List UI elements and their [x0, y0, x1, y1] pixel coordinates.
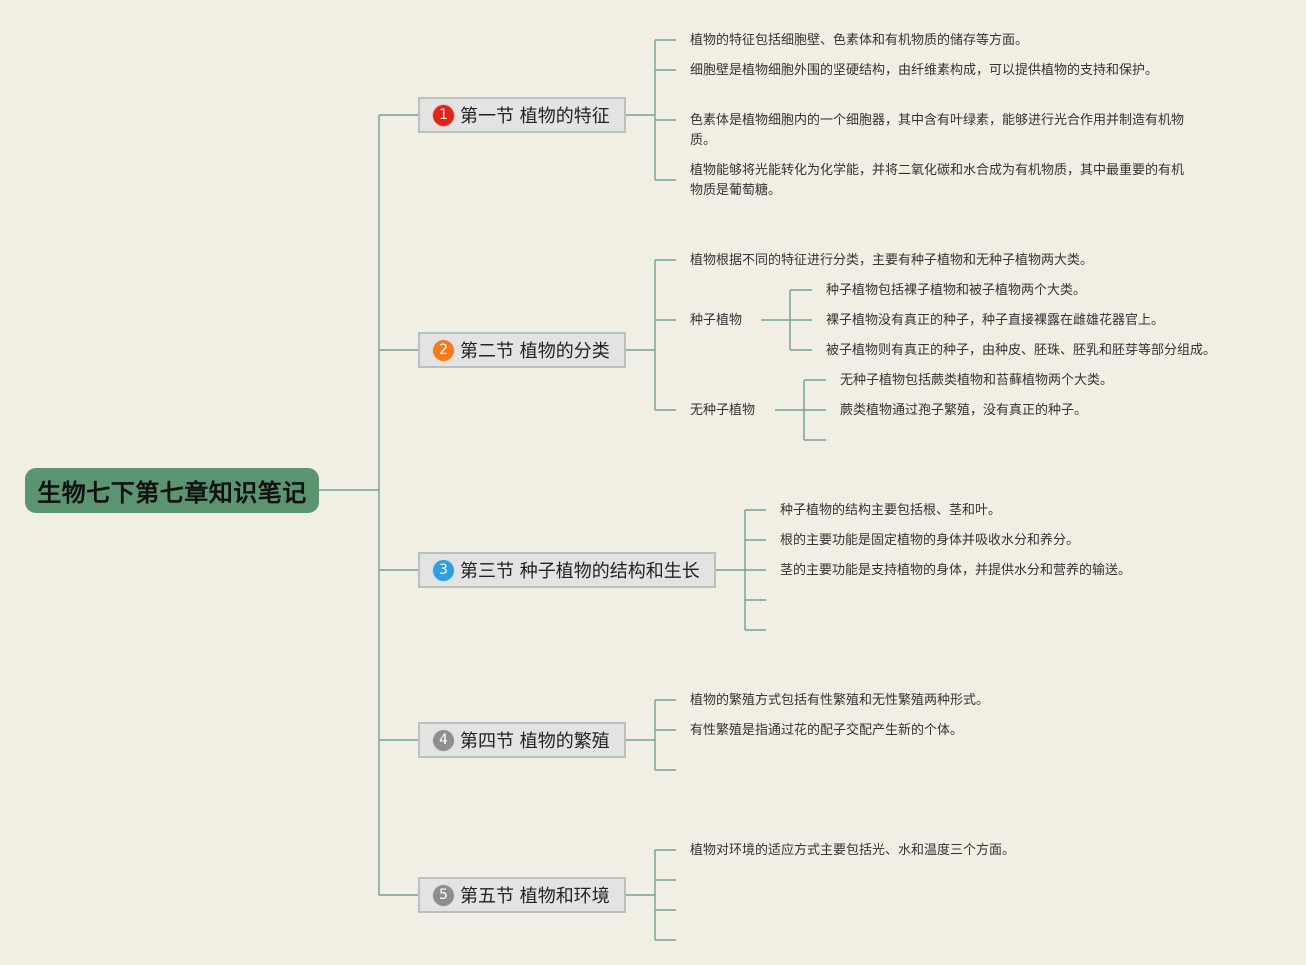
section-node-4[interactable]: 4 第四节 植物的繁殖	[418, 722, 626, 758]
section-4-item-2[interactable]: 有性繁殖是指通过花的配子交配产生新的个体。	[690, 723, 964, 738]
seed-plants-label[interactable]: 种子植物	[690, 313, 743, 328]
section-3-item-2[interactable]: 根的主要功能是固定植物的身体并吸收水分和养分。	[780, 533, 1080, 548]
root-node[interactable]: 生物七下第七章知识笔记	[25, 468, 319, 513]
section-1-item-2[interactable]: 细胞壁是植物细胞外围的坚硬结构，由纤维素构成，可以提供植物的支持和保护。	[690, 63, 1159, 78]
section-title-5: 第五节 植物和环境	[460, 886, 610, 907]
section-node-2[interactable]: 2 第二节 植物的分类	[418, 332, 626, 368]
section-node-1[interactable]: 1 第一节 植物的特征	[418, 97, 626, 133]
section-1-item-4[interactable]: 植物能够将光能转化为化学能，并将二氧化碳和水合成为有机物质，其中最重要的有机物质…	[690, 163, 1185, 198]
section-2-intro[interactable]: 植物根据不同的特征进行分类，主要有种子植物和无种子植物两大类。	[690, 253, 1094, 268]
number-badge-5: 5	[432, 883, 455, 907]
section-node-3[interactable]: 3 第三节 种子植物的结构和生长	[418, 552, 716, 588]
seed-plants-item-2[interactable]: 裸子植物没有真正的种子，种子直接裸露在雌雄花器官上。	[826, 313, 1165, 328]
seed-plants-item-3[interactable]: 被子植物则有真正的种子，由种皮、胚珠、胚乳和胚芽等部分组成。	[826, 343, 1217, 358]
number-badge-4: 4	[432, 728, 455, 752]
number-badge-3: 3	[432, 558, 455, 582]
seedless-plants-label[interactable]: 无种子植物	[690, 403, 756, 418]
section-3-item-1[interactable]: 种子植物的结构主要包括根、茎和叶。	[780, 503, 1002, 518]
section-5-item-1[interactable]: 植物对环境的适应方式主要包括光、水和温度三个方面。	[690, 843, 1016, 858]
number-badge-1: 1	[432, 103, 455, 127]
seed-plants-item-1[interactable]: 种子植物包括裸子植物和被子植物两个大类。	[826, 283, 1087, 298]
section-1-item-1[interactable]: 植物的特征包括细胞壁、色素体和有机物质的储存等方面。	[690, 33, 1029, 48]
number-badge-2: 2	[432, 338, 455, 362]
section-1-item-3[interactable]: 色素体是植物细胞内的一个细胞器，其中含有叶绿素，能够进行光合作用并制造有机物质。	[690, 113, 1185, 148]
section-title-1: 第一节 植物的特征	[460, 106, 610, 127]
section-title-3: 第三节 种子植物的结构和生长	[460, 561, 700, 582]
seedless-plants-item-2[interactable]: 蕨类植物通过孢子繁殖，没有真正的种子。	[840, 403, 1088, 418]
section-title-2: 第二节 植物的分类	[460, 341, 610, 362]
section-title-4: 第四节 植物的繁殖	[460, 731, 610, 752]
seedless-plants-item-1[interactable]: 无种子植物包括蕨类植物和苔藓植物两个大类。	[840, 373, 1114, 388]
section-node-5[interactable]: 5 第五节 植物和环境	[418, 877, 626, 913]
section-3-item-3[interactable]: 茎的主要功能是支持植物的身体，并提供水分和营养的输送。	[780, 563, 1132, 578]
section-4-item-1[interactable]: 植物的繁殖方式包括有性繁殖和无性繁殖两种形式。	[690, 693, 990, 708]
